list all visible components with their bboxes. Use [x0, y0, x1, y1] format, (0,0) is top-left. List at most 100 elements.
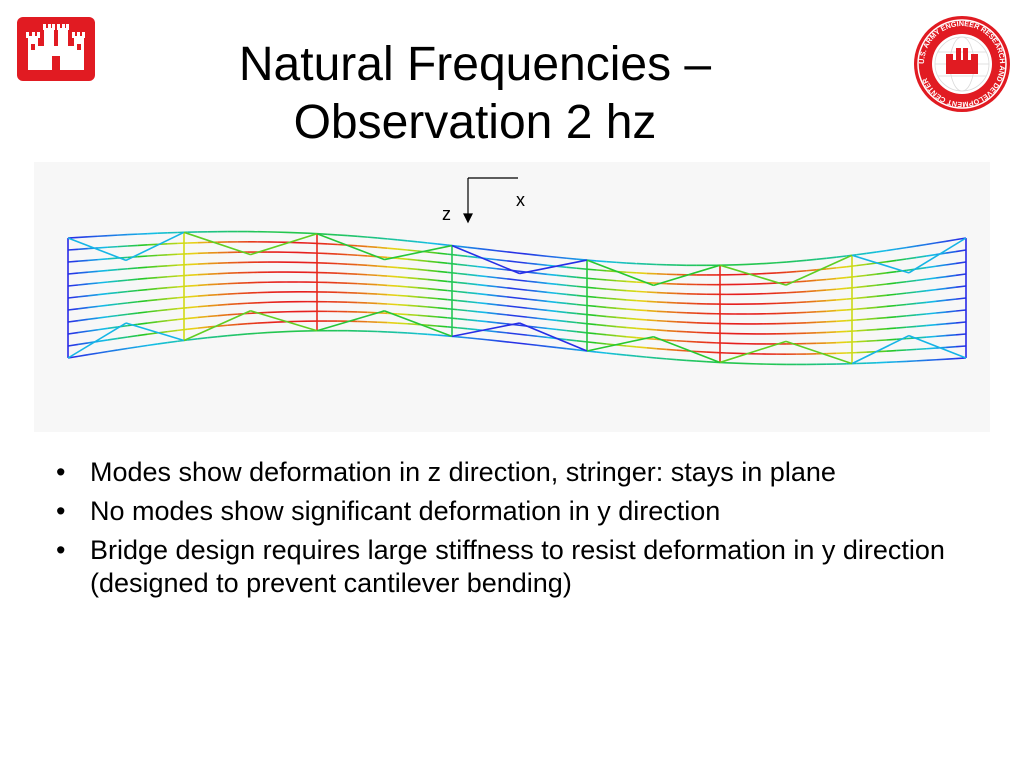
mesh-stringer [866, 251, 877, 255]
mesh-stringer [646, 337, 657, 341]
mesh-stringer [866, 295, 877, 299]
mesh-stringer [546, 282, 557, 286]
mesh-brace [586, 335, 654, 352]
mesh-stringer [167, 296, 178, 300]
mesh-stringer [796, 259, 807, 263]
mesh-stringer [417, 241, 428, 244]
mesh-stringer [117, 290, 128, 294]
mesh-stringer [197, 305, 208, 308]
mesh-brace [250, 310, 318, 332]
mesh-stringer [646, 347, 657, 350]
mesh-stringer [666, 358, 677, 361]
mesh-stringer [437, 252, 448, 255]
mesh-stringer [586, 341, 597, 344]
mesh-stringer [866, 339, 877, 343]
mesh-stringer [596, 314, 607, 318]
mesh-stringer [197, 294, 208, 297]
mesh-stringer [826, 288, 837, 291]
mesh-stringer [67, 248, 79, 251]
mesh-stringer [337, 234, 348, 237]
mesh-stringer [786, 291, 797, 294]
mesh-stringer [636, 299, 647, 303]
mesh-stringer [187, 284, 198, 287]
mesh-stringer [546, 345, 558, 349]
mesh-stringer [477, 292, 488, 296]
mesh-stringer [486, 266, 498, 270]
mesh-stringer [247, 332, 258, 335]
mesh-stringer [816, 310, 827, 313]
mesh-stringer [816, 289, 827, 292]
mesh-stringer [546, 291, 557, 295]
mesh-stringer [916, 347, 927, 351]
mesh-stringer [227, 323, 238, 327]
mesh-stringer [616, 279, 627, 283]
mesh-brace [851, 334, 910, 365]
mesh-stringer [586, 304, 597, 308]
mesh-stringer [147, 287, 158, 291]
mesh-stringer [526, 334, 538, 338]
mesh-stringer [486, 284, 498, 288]
mesh-stringer [536, 335, 548, 339]
mesh-stringer [427, 269, 438, 273]
mesh-stringer [486, 302, 498, 306]
mesh-stringer [217, 314, 228, 317]
mesh-stringer [576, 303, 587, 307]
mesh-stringer [496, 285, 508, 289]
mesh-stringer [167, 275, 178, 278]
mesh-stringer [916, 278, 927, 282]
mesh-stringer [916, 359, 927, 362]
mesh-stringer [397, 322, 408, 325]
mesh-stringer [856, 307, 867, 310]
mesh-stringer [87, 305, 99, 309]
mesh-stringer [387, 275, 398, 278]
mesh-stringer [397, 303, 408, 307]
mesh-stringer [786, 270, 797, 274]
mesh-stringer [626, 289, 637, 293]
mesh-stringer [526, 307, 538, 311]
mesh-stringer [866, 328, 877, 332]
mesh-stringer [457, 326, 468, 330]
mesh-stringer [906, 348, 917, 351]
mesh-stringer [836, 298, 847, 301]
mesh-stringer [357, 244, 368, 248]
mesh-stringer [586, 277, 597, 280]
mesh-stringer [646, 309, 657, 313]
mesh-stringer [826, 277, 837, 281]
mesh-stringer [596, 278, 607, 281]
mesh-stringer [407, 239, 418, 243]
mesh-stringer [955, 321, 967, 324]
mesh-stringer [516, 306, 528, 309]
mesh-stringer [177, 285, 188, 288]
mesh-stringer [516, 279, 528, 282]
mesh-stringer [756, 262, 767, 265]
mesh-stringer [636, 327, 647, 331]
mesh-stringer [906, 325, 917, 329]
mesh-stringer [397, 285, 408, 288]
mesh-stringer [87, 270, 99, 273]
mesh-stringer [177, 317, 188, 321]
mesh-stringer [796, 280, 807, 283]
mesh-stringer [467, 336, 478, 340]
mesh-brace [125, 322, 185, 342]
mesh-stringer [457, 308, 468, 312]
mesh-stringer [87, 317, 99, 321]
mesh-brace [719, 264, 787, 286]
mesh-stringer [357, 273, 368, 276]
mesh-stringer [496, 294, 508, 298]
mesh-stringer [477, 283, 488, 287]
mesh-stringer [526, 343, 538, 347]
mesh-stringer [496, 303, 508, 307]
mesh-stringer [606, 306, 617, 310]
mesh-stringer [945, 334, 957, 337]
mesh-stringer [347, 272, 358, 275]
mesh-stringer [347, 253, 358, 257]
mesh-stringer [925, 265, 937, 269]
mesh-stringer [407, 258, 418, 261]
mesh-stringer [137, 344, 148, 348]
mesh-stringer [666, 348, 677, 352]
mesh-stringer [836, 330, 847, 333]
mesh-brace [451, 244, 520, 275]
mesh-stringer [227, 333, 238, 337]
mesh-stringer [397, 257, 408, 261]
mesh-stringer [886, 259, 897, 263]
